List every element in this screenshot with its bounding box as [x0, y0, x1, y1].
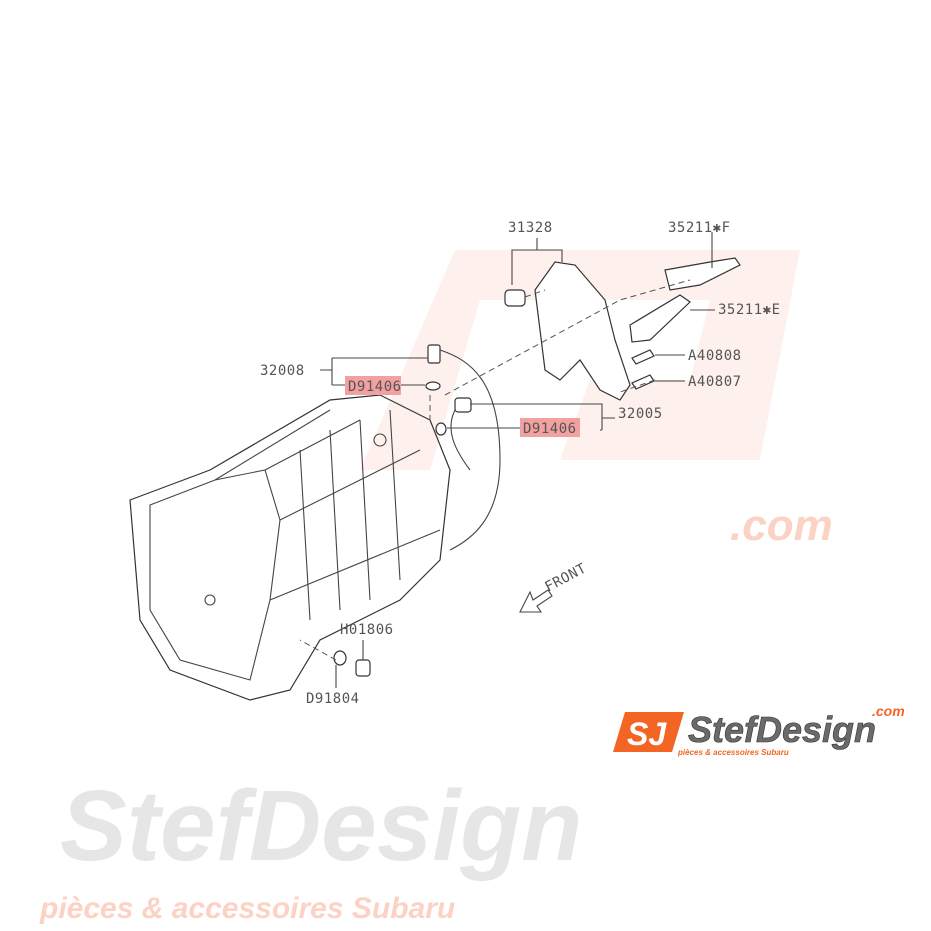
bolt-a40808 — [631, 349, 655, 365]
highlight-d91406-a — [345, 376, 401, 395]
label-d91406-a: D91406 — [348, 379, 402, 395]
watermark-domain: .com — [730, 501, 833, 550]
washer-d91804 — [333, 650, 347, 666]
logo-tagline: pièces & accessoires Subaru — [677, 748, 789, 757]
label-h01806: H01806 — [340, 622, 394, 638]
bushing — [504, 289, 526, 307]
label-32008: 32008 — [260, 363, 305, 379]
watermark-logo-mark — [360, 250, 800, 470]
washer-d91406-a — [425, 381, 441, 391]
logo-mark — [613, 712, 684, 752]
switch-32005 — [454, 397, 472, 413]
watermark: StefDesign .com pièces & accessoires Sub… — [39, 250, 833, 925]
stefdesign-logo: SJ StefDesign .com pièces & accessoires … — [613, 703, 905, 757]
watermark-brand: StefDesign — [60, 770, 582, 882]
logo-brand: StefDesign — [688, 709, 876, 750]
shift-rod-e — [629, 294, 691, 343]
watermark-tagline: pièces & accessoires Subaru — [39, 892, 455, 925]
label-31328: 31328 — [508, 220, 553, 236]
label-d91804: D91804 — [306, 691, 360, 707]
switch-32008 — [427, 344, 441, 364]
highlight-d91406-b — [520, 418, 580, 437]
front-label: FRONT — [542, 560, 589, 595]
label-a40808: A40808 — [688, 348, 742, 364]
label-35211-f: 35211✱F — [668, 220, 731, 236]
label-a40807: A40807 — [688, 374, 742, 390]
label-d91406-b: D91406 — [523, 421, 577, 437]
label-35211-e: 35211✱E — [718, 302, 781, 318]
label-32005: 32005 — [618, 406, 663, 422]
arrow-icon — [519, 589, 553, 613]
front-arrow: FRONT — [519, 560, 589, 613]
logo-mark-text: SJ — [627, 716, 667, 752]
extension-cover — [534, 261, 631, 401]
transmission-case — [129, 394, 451, 701]
plug-h01806 — [355, 659, 371, 677]
washer-d91406-b — [435, 422, 447, 436]
logo-domain: .com — [872, 703, 905, 719]
